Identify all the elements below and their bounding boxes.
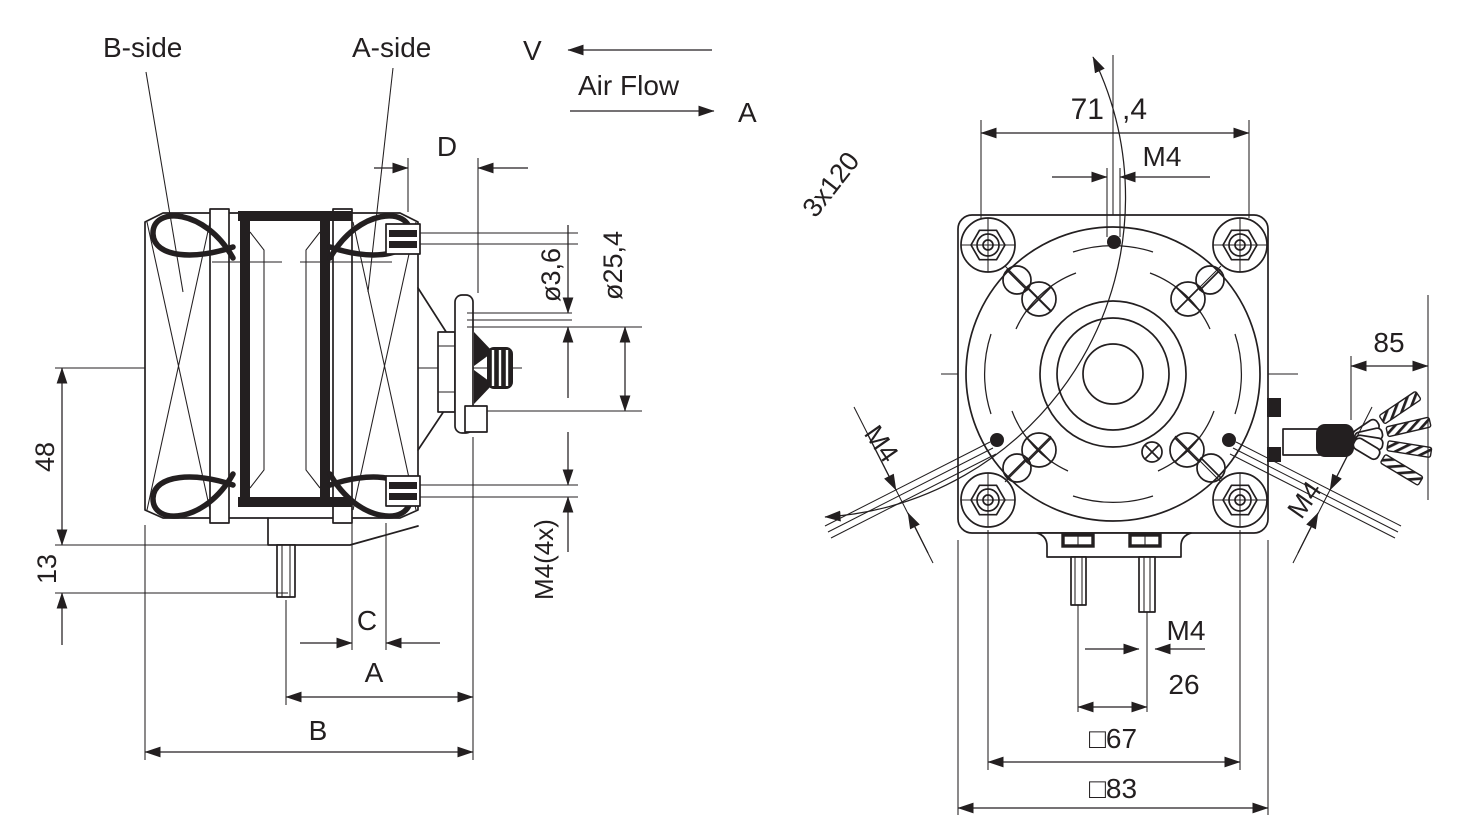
motor-housing-outline <box>144 212 419 519</box>
dim-square-67-label: □67 <box>1089 723 1137 754</box>
bottom-bracket <box>267 517 419 598</box>
dim-c-label: C <box>357 605 377 636</box>
dim-m4-top-label: M4 <box>1143 141 1182 172</box>
rotor-section <box>212 211 392 507</box>
a-flow-label: A <box>738 97 757 128</box>
bolt-top-right <box>1212 217 1268 273</box>
air-flow-label: Air Flow <box>578 70 680 101</box>
side-view: B-side A-side V Air Flow A D ø3,6 ø25, <box>30 32 757 760</box>
dim-m4-4x: M4(4x) <box>529 432 574 600</box>
dim-dia-25-4: ø25,4 <box>598 231 631 412</box>
dim-85-label: 85 <box>1373 327 1404 358</box>
b-side-shaft <box>276 544 296 598</box>
dim-85: 85 <box>1350 295 1429 500</box>
stator-stack-right <box>332 208 353 524</box>
mounting-flange-plate <box>454 294 474 434</box>
v-label: V <box>523 35 542 66</box>
dim-13: 13 <box>32 554 288 645</box>
dim-m4-bottom-label: M4 <box>1167 615 1206 646</box>
dim-dia-3-6: ø3,6 <box>536 225 574 398</box>
dim-13-label: 13 <box>32 554 62 584</box>
a-side-endbell <box>417 287 642 451</box>
dim-m4-bottom: M4 <box>1085 615 1206 655</box>
dim-26-label: 26 <box>1168 669 1199 700</box>
dim-71-frac-label: ,4 <box>1122 93 1147 126</box>
dim-square-67: □67 <box>987 530 1241 770</box>
front-view: 71 ,4 M4 3x120 M4 <box>796 55 1433 815</box>
pin-left <box>1070 556 1087 606</box>
a-side-label: A-side <box>352 32 431 63</box>
pin-right-threaded <box>1138 556 1156 613</box>
cable-clamp-top <box>1267 398 1281 417</box>
dim-m4-4x-label: M4(4x) <box>529 519 559 600</box>
bolt-top-left <box>960 217 1016 273</box>
dim-m4-top: M4 <box>1052 141 1210 237</box>
dim-71-label: 71 <box>1071 93 1104 126</box>
bolt-bottom-right <box>1212 472 1268 528</box>
dim-square-83: □83 <box>957 540 1269 815</box>
dim-square-83-label: □83 <box>1089 773 1137 804</box>
flange-square <box>957 214 1269 534</box>
dim-m4-right-label: M4 <box>1282 476 1328 524</box>
b-side-leader <box>145 71 184 293</box>
dim-26: 26 <box>1077 669 1200 713</box>
cable-and-leads <box>1267 391 1433 486</box>
dim-71-4: 71 ,4 <box>980 93 1250 218</box>
dim-b-label: B <box>309 715 328 746</box>
bolt-bottom-left <box>960 472 1016 528</box>
cable-jacket <box>1316 424 1354 457</box>
dim-a: A <box>285 600 474 705</box>
dim-48-label: 48 <box>30 442 60 472</box>
dim-a-label: A <box>365 657 384 688</box>
hub-cone-lower <box>474 370 493 404</box>
dim-d-label: D <box>437 131 457 162</box>
dim-3x120-label: 3x120 <box>796 146 865 222</box>
pin-bracket <box>1036 532 1192 712</box>
dim-b: B <box>144 437 474 760</box>
housing-cross-braces <box>146 221 417 511</box>
hub-cone-upper <box>474 332 493 366</box>
b-side-label: B-side <box>103 32 182 63</box>
dim-dia-hub-label: ø25,4 <box>598 231 628 300</box>
dim-d: D <box>374 131 528 293</box>
terminal-studs <box>385 223 578 507</box>
dim-m4-left-label: M4 <box>858 420 904 468</box>
dim-dia-shaft-label: ø3,6 <box>536 248 566 302</box>
airflow-arrows: V Air Flow A <box>523 35 757 128</box>
dim-48: 48 <box>30 367 268 546</box>
cable-clamp-bottom <box>1267 447 1281 462</box>
dim-c: C <box>300 523 440 650</box>
a-side-leader <box>367 67 394 293</box>
stator-stack-left <box>209 208 230 524</box>
